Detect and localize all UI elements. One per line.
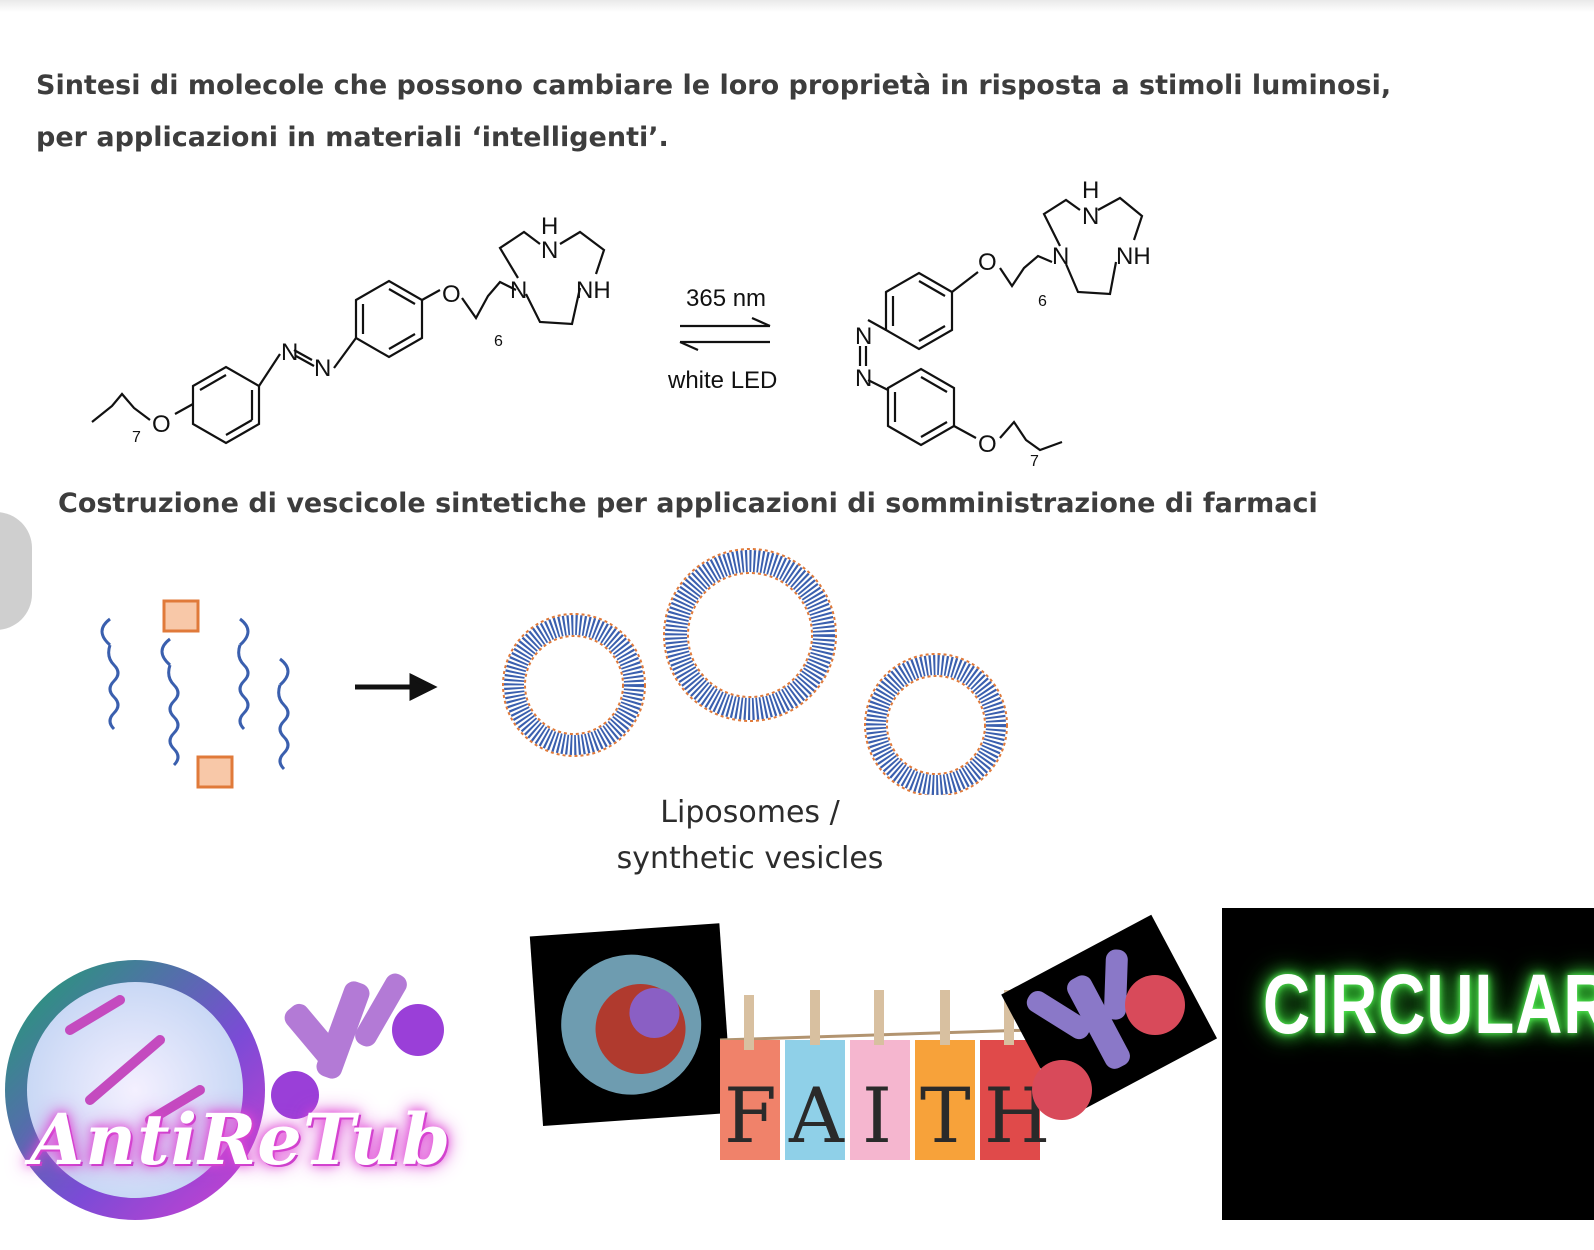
atom-h-top: H	[541, 213, 558, 240]
subscript-7-left: 7	[132, 429, 141, 446]
atom-nh-ring-right: NH	[1116, 243, 1151, 270]
subscript-6-right: 6	[1038, 293, 1047, 310]
faith-card-a	[785, 1040, 845, 1160]
liposomes-caption: Liposomes / synthetic vesicles	[600, 790, 900, 882]
atom-o-ether-right: O	[978, 249, 997, 276]
left-alkyl-chain	[91, 392, 151, 423]
faith-letter-f: F	[724, 1071, 777, 1160]
antibody-icon	[284, 973, 407, 1079]
faith-letter-i: I	[862, 1071, 892, 1160]
vesicle-formation-illustration	[100, 548, 1008, 795]
reverse-condition-label: white LED	[667, 367, 777, 394]
atom-n-azo-1: N	[281, 339, 298, 366]
subscript-6-left: 6	[494, 333, 503, 350]
liposomes-caption-line-1: Liposomes /	[660, 795, 840, 830]
atom-h-top-right: H	[1082, 177, 1099, 204]
right-benzene-ring-b	[886, 367, 956, 447]
right-octyl-chain	[999, 420, 1063, 452]
antiretub-wordmark: AntiReTub	[30, 1098, 452, 1181]
amphiphile-3	[237, 617, 250, 731]
atom-o-right: O	[978, 431, 997, 458]
drug-cargo-top	[162, 599, 200, 633]
liposome-2	[663, 548, 837, 722]
section-heading-vesicles: Costruzione di vescicole sintetiche per …	[58, 488, 1318, 519]
left-triazacyclononane	[498, 230, 541, 279]
atom-o-left: O	[152, 411, 171, 438]
amphiphile-4	[277, 657, 290, 771]
section-heading-photoswitches: Sintesi di molecole che possono cambiare…	[36, 70, 1392, 153]
amphiphile-2	[160, 637, 180, 767]
azobenzene-reaction-scheme: O 7 N N O 6 N NH H N 365 nm white LED O …	[91, 177, 1151, 470]
atom-n-ring-right: N	[1052, 243, 1069, 270]
project-logos-strip: F A I T H	[5, 914, 1218, 1220]
atom-n-cis-2: N	[855, 365, 872, 392]
cell-icon-1	[1125, 975, 1185, 1035]
side-scroll-tab[interactable]	[0, 512, 32, 630]
left-hexyl-chain	[461, 280, 517, 321]
drug-cargo-bottom	[196, 755, 234, 789]
cell-icon-2	[1032, 1060, 1092, 1120]
left-benzene-ring-1	[191, 365, 261, 445]
faith-letter-t: T	[920, 1071, 971, 1160]
forward-condition-label: 365 nm	[686, 285, 766, 312]
atom-n-top-right: N	[1082, 203, 1099, 230]
virus-card	[529, 923, 733, 1127]
faith-card-f	[720, 1040, 780, 1160]
circular-wordmark: CIRCULAR	[1262, 957, 1594, 1051]
virus-icon-2	[271, 1071, 319, 1119]
liposomes-caption-line-2: synthetic vesicles	[616, 841, 884, 876]
atom-nh-ring: NH	[576, 277, 611, 304]
atom-n-azo-2: N	[314, 355, 331, 382]
faith-card-i	[850, 1040, 910, 1160]
process-arrow-head	[409, 672, 438, 702]
antiretub-logo	[5, 960, 444, 1220]
amphiphile-1	[100, 617, 120, 731]
clothespin-icons	[744, 990, 1014, 1050]
right-triazacyclononane	[1042, 198, 1081, 247]
faith-card-h	[980, 1040, 1040, 1160]
subscript-7-right: 7	[1030, 453, 1039, 470]
right-hexyl-chain	[999, 254, 1053, 288]
atom-n-ring: N	[510, 277, 527, 304]
faith-banner: F A I T H	[719, 990, 1050, 1160]
right-benzene-ring-a	[884, 271, 954, 351]
faith-letter-a: A	[788, 1071, 845, 1160]
atom-n-top: N	[541, 237, 558, 264]
virus-icon-1	[392, 1004, 444, 1056]
faith-card-t	[915, 1040, 975, 1160]
liposome-3	[864, 653, 1008, 795]
left-benzene-ring-2	[354, 279, 424, 359]
liposome-1	[502, 613, 646, 757]
top-shadow-bar	[0, 0, 1594, 12]
atom-o-ether: O	[442, 281, 461, 308]
atom-n-cis-1: N	[855, 323, 872, 350]
circular-logo: CIRCULAR	[1222, 908, 1594, 1220]
